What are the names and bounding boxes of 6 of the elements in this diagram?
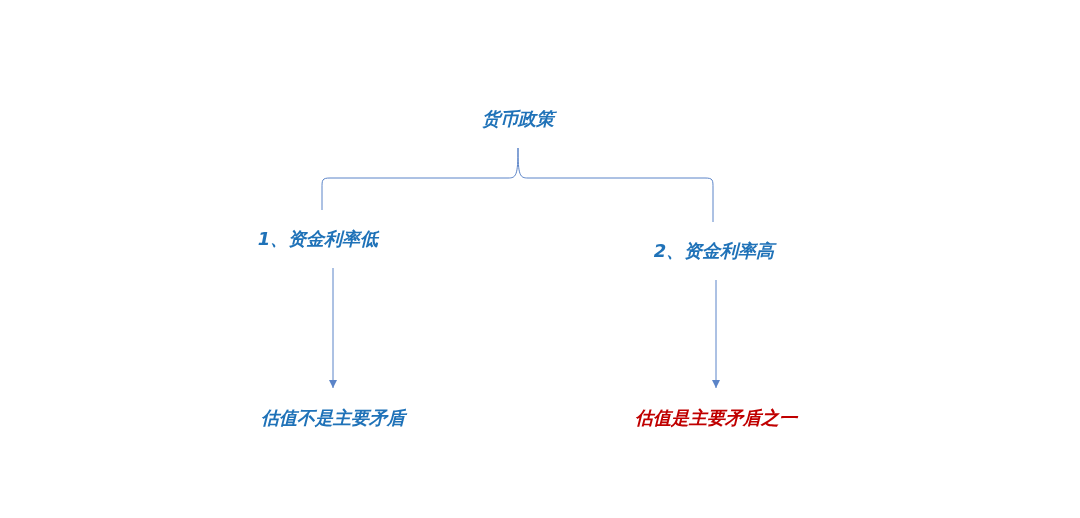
node-label: 估值是主要矛盾之一 [635, 406, 797, 430]
arrow [329, 267, 337, 389]
node-label: 2、资金利率高 [653, 239, 775, 263]
node-label: 1、资金利率低 [257, 227, 379, 251]
brace-connector [517, 147, 714, 223]
arrow [712, 279, 720, 389]
